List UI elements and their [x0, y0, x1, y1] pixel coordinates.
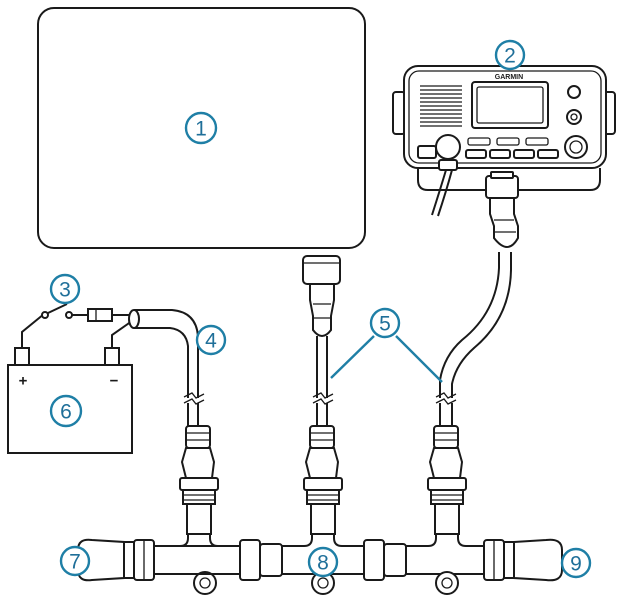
- svg-text:3: 3: [59, 279, 71, 302]
- callout-4: 4: [195, 324, 227, 356]
- brand-logo: GARMIN: [495, 74, 523, 81]
- inline-fuse: [87, 308, 113, 322]
- drop-connector-radio: [427, 425, 467, 535]
- tee-connector-3: [405, 533, 485, 575]
- svg-text:2: 2: [504, 45, 516, 68]
- svg-text:8: 8: [317, 552, 329, 575]
- power-cable: [128, 309, 205, 426]
- svg-text:5: 5: [379, 313, 391, 336]
- callout-2: 2: [494, 39, 526, 71]
- battery-negative-label: −: [110, 373, 119, 390]
- switch-contact-right: [65, 311, 73, 319]
- callout-9: 9: [560, 547, 592, 579]
- callout-leaders: [330, 335, 443, 383]
- callout-6: 6: [49, 394, 83, 428]
- callout-7: 7: [59, 545, 91, 577]
- svg-text:1: 1: [195, 118, 207, 141]
- battery-positive-label: +: [19, 373, 28, 390]
- terminator-right: [513, 538, 563, 582]
- callout-1: 1: [184, 111, 218, 145]
- svg-text:9: 9: [570, 553, 582, 576]
- svg-text:6: 6: [60, 401, 72, 424]
- callout-8: 8: [307, 546, 339, 578]
- tee-connector-1: [153, 533, 241, 575]
- svg-text:7: 7: [69, 551, 81, 574]
- callout-3: 3: [49, 273, 81, 305]
- radio-drop-cable: [435, 197, 519, 426]
- display-drop-cable: [302, 255, 341, 426]
- switch-blade: [47, 303, 68, 314]
- radio-device: [392, 65, 616, 217]
- drop-connector-power: [179, 425, 219, 535]
- callout-5: 5: [369, 307, 401, 339]
- drop-connector-display: [303, 425, 343, 535]
- power-wiring: [21, 303, 133, 348]
- svg-text:4: 4: [205, 330, 217, 353]
- switch-contact-left: [41, 311, 49, 319]
